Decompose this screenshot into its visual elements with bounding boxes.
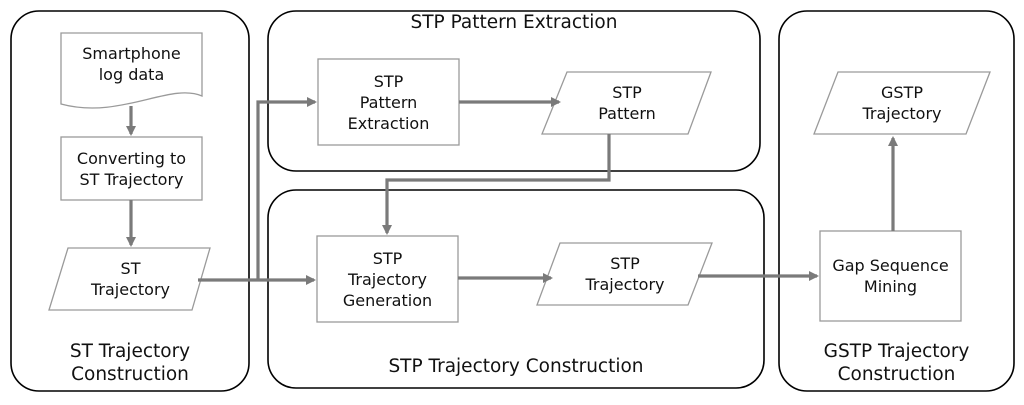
- node-log-data-shape: [60, 32, 203, 109]
- node-gap-mining-label: Gap Sequence Mining: [832, 256, 949, 296]
- group-title-stp-construction: STP Trajectory Construction: [388, 356, 644, 377]
- group-st-trajectory-construction: [10, 10, 250, 392]
- group-stp-trajectory-construction: [267, 189, 765, 389]
- node-log-data-label: Smartphone log data: [82, 44, 181, 84]
- group-title-gstp-construction: GSTP Trajectory Construction: [823, 341, 970, 385]
- node-gap-mining-shape: [819, 230, 962, 322]
- node-stp-trajectory-label: STP Trajectory: [585, 254, 665, 294]
- node-converting-shape: [60, 136, 203, 201]
- node-pattern-extraction-shape: [317, 58, 460, 146]
- node-trajectory-generation-label: STP Trajectory Generation: [342, 248, 433, 310]
- node-gstp-trajectory-label: GSTP Trajectory: [862, 83, 942, 123]
- group-gstp-trajectory-construction: [778, 10, 1015, 392]
- node-st-trajectory-label: ST Trajectory: [91, 259, 170, 299]
- node-stp-trajectory-shape: [536, 242, 713, 306]
- group-title-st-construction: ST Trajectory Construction: [69, 341, 191, 385]
- node-st-trajectory-shape: [48, 247, 211, 311]
- node-stp-pattern-label: STP Pattern: [598, 83, 656, 123]
- node-pattern-extraction-label: STP Pattern Extraction: [347, 71, 430, 133]
- node-converting-label: Converting to ST Trajectory: [76, 148, 187, 189]
- group-stp-pattern-extraction: [267, 10, 761, 172]
- group-title-stp-extraction: STP Pattern Extraction: [410, 12, 618, 33]
- edge-st-to-pattern-extraction: [256, 97, 317, 280]
- node-stp-pattern-shape: [541, 71, 712, 135]
- node-gstp-trajectory-shape: [813, 71, 991, 135]
- edge-pattern-to-generation: [382, 134, 611, 235]
